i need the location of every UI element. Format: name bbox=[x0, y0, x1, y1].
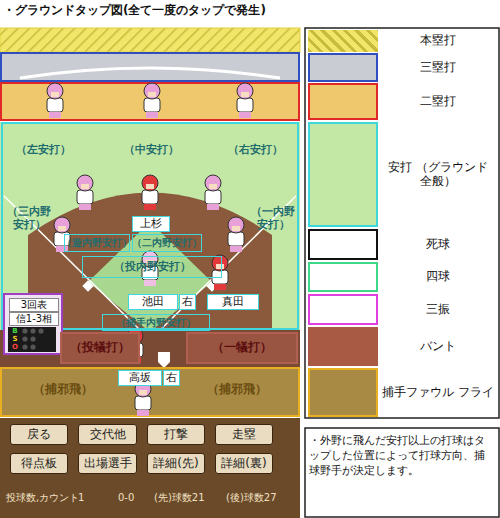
node-text: （右安打） bbox=[215, 144, 295, 157]
node-text: （投内野安打） bbox=[114, 261, 191, 274]
menu-button: 詳細(裏) bbox=[215, 453, 273, 474]
node-text: 3回表 bbox=[9, 298, 59, 312]
menu-button: 走塁 bbox=[215, 424, 273, 445]
node-text: 詳細(先) bbox=[153, 457, 198, 471]
node-text: S bbox=[11, 335, 19, 343]
legend-text: 四球 bbox=[382, 270, 494, 284]
status-text: 1 bbox=[78, 492, 84, 504]
node-text: 真田 bbox=[222, 296, 244, 309]
node-text: 戻る bbox=[27, 428, 51, 442]
menu-button: 得点板 bbox=[10, 453, 68, 474]
node-text: （一内野 安打） bbox=[247, 206, 299, 231]
legend-swatch bbox=[308, 262, 378, 292]
legend-text: 三振 bbox=[382, 303, 494, 317]
legend-swatch bbox=[308, 122, 378, 227]
node-text: 右 bbox=[182, 296, 193, 309]
legend-swatch bbox=[308, 294, 378, 325]
legend-entry: 死球 bbox=[380, 229, 496, 260]
node-text: （投犠打） bbox=[70, 341, 130, 355]
legend-entry: 三塁打 bbox=[380, 53, 496, 82]
legend-entry: バント bbox=[380, 327, 496, 366]
player-figure bbox=[135, 381, 151, 416]
scoreboard: 3回表信1-3相BSO bbox=[3, 293, 63, 355]
menu-button: 交代他 bbox=[78, 424, 137, 445]
player-figure bbox=[228, 217, 244, 252]
menu-button: 詳細(先) bbox=[147, 453, 205, 474]
legend-text: 本塁打 bbox=[382, 34, 494, 48]
player-nameplate: 右 bbox=[163, 370, 180, 386]
node-text: （三内野 安打） bbox=[3, 206, 55, 231]
infield-hit-zone: （捕手内野安打） bbox=[102, 314, 210, 331]
node-text: 出場選手 bbox=[84, 457, 132, 471]
status-text: 投球数,カウント bbox=[6, 492, 79, 504]
legend-entry: 本塁打 bbox=[380, 30, 496, 52]
node-text: （捕手内野安打） bbox=[116, 317, 196, 329]
legend-text: バント bbox=[382, 340, 494, 354]
legend-entry: 三振 bbox=[380, 294, 496, 325]
node-text: （遊内野安打） bbox=[62, 237, 132, 249]
node-text: （捕邪飛） bbox=[23, 383, 103, 397]
legend-swatch bbox=[308, 327, 378, 366]
node-text: 打撃 bbox=[164, 428, 188, 442]
legend-entry: 四球 bbox=[380, 262, 496, 292]
legend-swatch bbox=[308, 229, 378, 260]
legend-entry: 二塁打 bbox=[380, 83, 496, 120]
bunt-zone: （一犠打） bbox=[186, 332, 298, 364]
node-text: 走塁 bbox=[232, 428, 256, 442]
player-nameplate: 池田 bbox=[128, 294, 178, 310]
node-text: B bbox=[11, 327, 19, 335]
player-figure bbox=[77, 175, 93, 210]
legend-text: 捕手ファウル フライ bbox=[382, 386, 494, 400]
node-text: （一犠打） bbox=[212, 341, 272, 355]
node-text: 右 bbox=[166, 372, 177, 385]
player-figure bbox=[144, 83, 160, 118]
infield-hit-zone: （遊内野安打） bbox=[64, 234, 130, 252]
node-text: 詳細(裏) bbox=[221, 457, 266, 471]
node-text: 得点板 bbox=[21, 457, 57, 471]
title: ・グラウンドタップ図(全て一度のタップで発生) bbox=[3, 4, 266, 18]
status-text: 0-0 bbox=[118, 492, 134, 504]
player-figure bbox=[205, 175, 221, 210]
node-text: 池田 bbox=[142, 296, 164, 309]
player-figure bbox=[237, 83, 253, 118]
player-figure bbox=[212, 255, 228, 290]
legend-swatch bbox=[308, 368, 378, 417]
legend-text: 二塁打 bbox=[382, 95, 494, 109]
bunt-zone: （投犠打） bbox=[60, 332, 140, 364]
player-nameplate: 真田 bbox=[207, 294, 259, 310]
node-text: 上杉 bbox=[140, 218, 162, 231]
node-text: （二内野安打） bbox=[132, 237, 202, 249]
node-text: （左安打） bbox=[11, 144, 75, 157]
node-text: O bbox=[11, 343, 19, 351]
menu-button: 打撃 bbox=[147, 424, 205, 445]
node-text: 高坂 bbox=[129, 372, 151, 385]
legend-swatch bbox=[308, 53, 378, 82]
node-text: （捕邪飛） bbox=[197, 383, 277, 397]
status-text: (先)球数21 bbox=[154, 492, 205, 504]
status-text: (後)球数27 bbox=[226, 492, 277, 504]
menu-button: 戻る bbox=[10, 424, 68, 445]
note-text: ・外野に飛んだ安打以上の打球はタップした位置によって打球方向、捕球野手が決定しま… bbox=[309, 434, 495, 479]
legend-text: 安打 （グラウンド全般） bbox=[388, 161, 488, 189]
legend-text: 三塁打 bbox=[382, 61, 494, 75]
player-figure bbox=[142, 175, 158, 210]
legend-entry: 捕手ファウル フライ bbox=[380, 368, 496, 417]
player-nameplate: 右 bbox=[179, 294, 196, 310]
player-figure bbox=[47, 83, 63, 118]
node-text: （中安打） bbox=[111, 144, 191, 157]
legend-entry: 安打 （グラウンド全般） bbox=[380, 122, 496, 227]
menu-button: 出場選手 bbox=[78, 453, 137, 474]
infield-hit-zone: （投内野安打） bbox=[82, 256, 222, 278]
legend-swatch bbox=[308, 83, 378, 120]
legend-swatch bbox=[308, 30, 378, 52]
player-nameplate: 上杉 bbox=[132, 216, 170, 232]
player-nameplate: 高坂 bbox=[118, 370, 162, 386]
node-text: 信1-3相 bbox=[9, 312, 59, 326]
infield-hit-zone: （二内野安打） bbox=[132, 234, 202, 252]
legend-text: 死球 bbox=[382, 238, 494, 252]
node-text: 交代他 bbox=[90, 428, 126, 442]
